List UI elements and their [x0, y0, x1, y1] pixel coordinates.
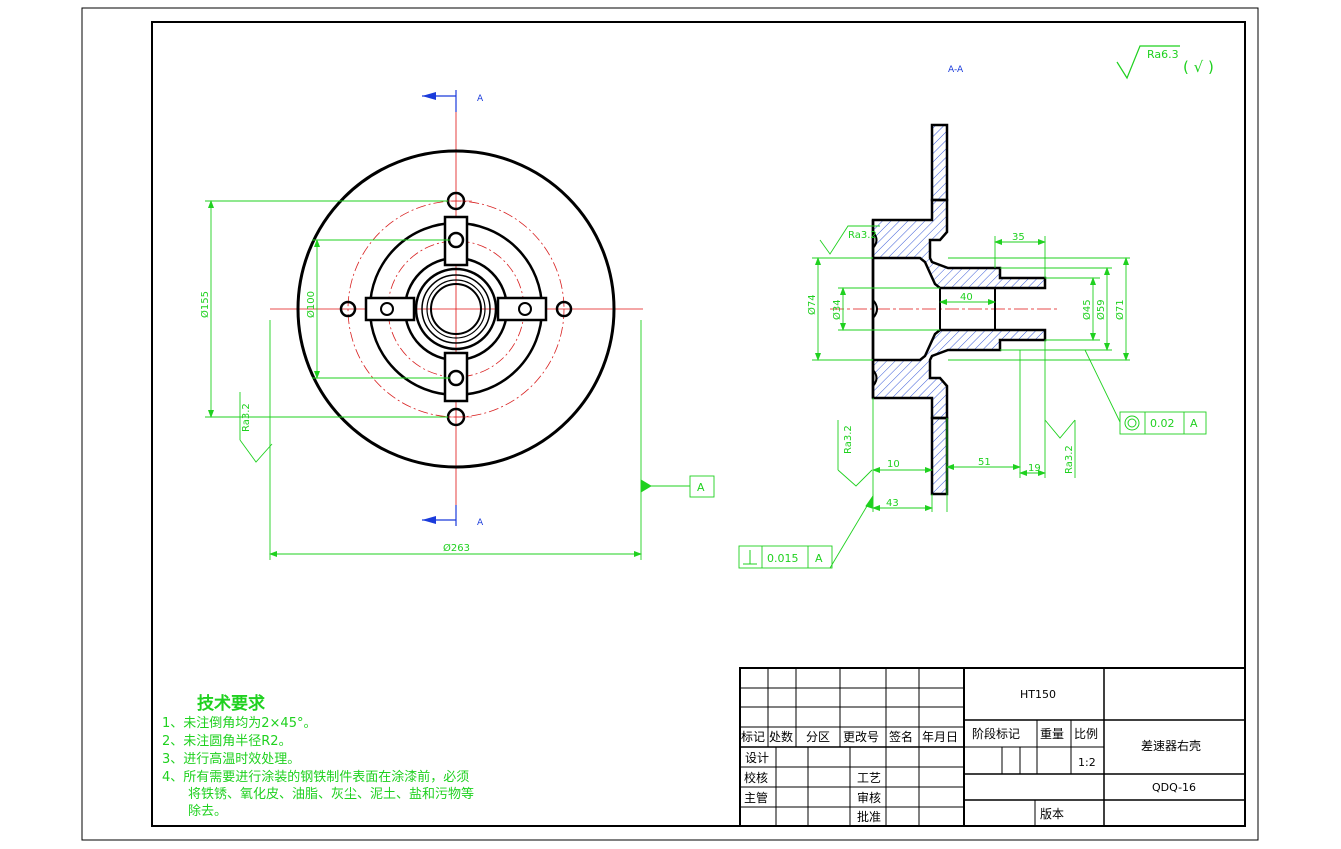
tb-stage-mark: 阶段标记 [972, 726, 1020, 741]
section-view [830, 123, 1060, 496]
tech-req-title: 技术要求 [197, 693, 265, 714]
tb-weight: 重量 [1040, 727, 1064, 741]
front-view-dimensions [205, 200, 715, 560]
tb-drawing-no: QDQ-16 [1152, 781, 1196, 794]
section-arrow-bottom: A [422, 505, 484, 528]
section-arrow-top: A [422, 90, 484, 112]
dim-d100: Ø100 [305, 291, 317, 318]
tech-req-item-4b: 将铁锈、氧化皮、油脂、灰尘、泥土、盐和污物等 [188, 786, 474, 802]
perpendicularity-datum: A [815, 552, 823, 565]
dim-43: 43 [886, 498, 899, 509]
dim-d45: Ø45 [1081, 299, 1093, 320]
front-roughness: Ra3.2 [241, 403, 252, 432]
concentricity-datum: A [1190, 417, 1198, 430]
tb-header-5: 签名 [889, 729, 913, 744]
tb-header-1: 标记 [741, 730, 765, 744]
front-view [270, 112, 643, 506]
tech-req-item-2: 2、未注圆角半径R2。 [162, 734, 292, 749]
section-title: A-A [948, 65, 964, 75]
sec-roughness-right: Ra3.2 [1064, 445, 1075, 474]
general-roughness-suffix: ( √ ) [1183, 58, 1214, 76]
perpendicularity-icon [743, 550, 757, 565]
tech-req-item-4c: 除去。 [188, 804, 227, 819]
dim-19: 19 [1028, 463, 1041, 474]
datum-a-front: A [697, 481, 705, 494]
tb-header-3: 分区 [806, 730, 830, 744]
tech-req-item-4: 4、所有需要进行涂装的钢铁制件表面在涂漆前，必须 [162, 769, 469, 785]
tb-process: 工艺 [857, 771, 881, 785]
sec-roughness-left: Ra3.2 [843, 425, 854, 454]
perpendicularity-value: 0.015 [767, 552, 799, 565]
tb-part-name: 差速器右壳 [1141, 738, 1201, 753]
concentricity-icon [1124, 415, 1140, 431]
sheet-inner-border [151, 21, 1246, 827]
dim-d263: Ø263 [443, 542, 470, 554]
concentricity-value: 0.02 [1150, 417, 1175, 430]
tb-supervisor: 主管 [744, 790, 768, 805]
tb-check: 校核 [744, 770, 768, 785]
tb-edition: 版本 [1040, 807, 1064, 821]
dim-d34: Ø34 [831, 299, 843, 320]
tb-header-4: 更改号 [843, 730, 879, 744]
dim-d59: Ø59 [1095, 299, 1107, 320]
tb-header-2: 处数 [769, 729, 793, 744]
dim-10: 10 [887, 459, 900, 470]
section-mark-bottom: A [477, 518, 484, 528]
tb-design: 设计 [745, 751, 769, 765]
tb-approve: 批准 [857, 809, 881, 824]
dim-d71: Ø71 [1114, 299, 1126, 320]
dim-51: 51 [978, 457, 991, 468]
sec-roughness-top: Ra3.2 [848, 230, 877, 241]
tb-header-6: 年月日 [922, 730, 958, 744]
section-mark-top: A [477, 94, 484, 104]
title-block [739, 667, 1246, 827]
general-roughness-symbol: Ra6.3 ( √ ) [1116, 45, 1214, 80]
tb-scale-label: 比例 [1074, 727, 1098, 741]
tech-req-item-3: 3、进行高温时效处理。 [162, 751, 300, 767]
dim-40: 40 [960, 292, 973, 303]
tb-review: 审核 [857, 790, 881, 805]
tb-scale: 1:2 [1078, 756, 1096, 769]
dim-d74: Ø74 [806, 294, 818, 315]
sheet-outer-border [81, 7, 1259, 841]
tech-req-item-1: 1、未注倒角均为2×45°。 [162, 716, 316, 731]
general-roughness-value: Ra6.3 [1147, 48, 1179, 61]
dim-35: 35 [1012, 232, 1025, 243]
tb-material: HT150 [1020, 688, 1056, 701]
dim-d155: Ø155 [199, 291, 211, 318]
technical-requirements: 技术要求 1、未注倒角均为2×45°。 2、未注圆角半径R2。 3、进行高温时效… [162, 693, 474, 819]
section-view-dimensions [738, 225, 1207, 569]
